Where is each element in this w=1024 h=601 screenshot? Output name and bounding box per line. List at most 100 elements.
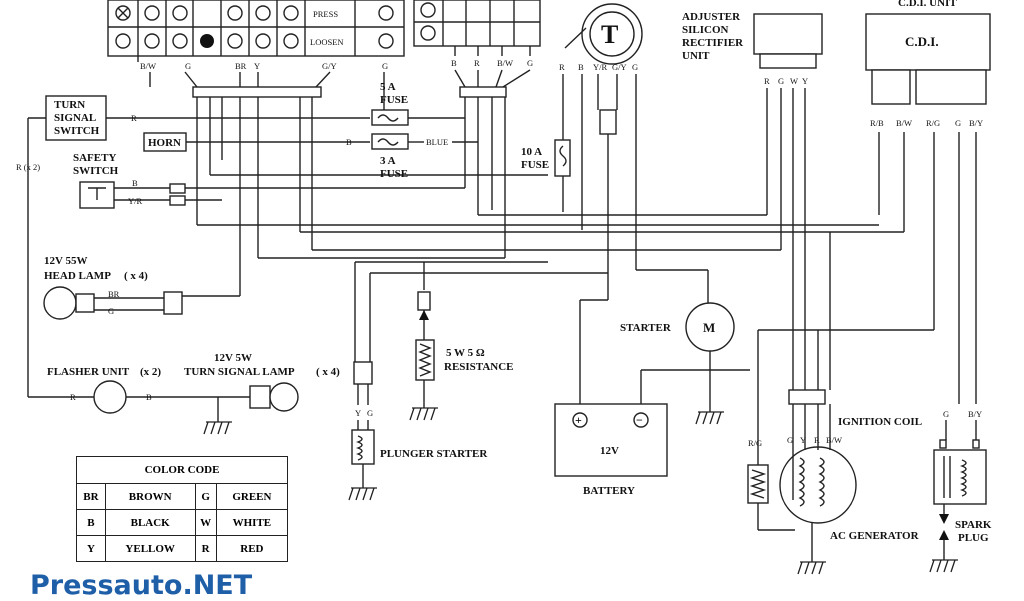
tss-wire-r: R [131, 113, 137, 123]
sp-wire-g2: G [382, 61, 388, 71]
headlamp-wire-g: G [108, 306, 114, 316]
cdi-wire-bw: B/W [896, 118, 912, 128]
color-abbr: BR [76, 483, 106, 510]
gen-wire-bw: B/W [826, 435, 842, 445]
turnlamp-label-2: TURN SIGNAL LAMP [184, 366, 295, 378]
color-abbr: Y [76, 535, 106, 562]
tss-label-2: SIGNAL [54, 112, 96, 124]
bus-wires [185, 97, 904, 362]
color-name: YELLOW [104, 535, 196, 562]
headlamp-label-2: HEAD LAMP [44, 270, 111, 282]
cdi-label: C.D.I. [905, 34, 939, 49]
rectifier-label-4: UNIT [682, 50, 710, 62]
fuse3-label-2: FUSE [380, 168, 408, 180]
resistance-label-1: 5 W 5 Ω [446, 347, 485, 359]
generator-label: AC GENERATOR [830, 530, 920, 542]
ig-wire-g: G [632, 62, 638, 72]
sp-wire-bw: B/W [140, 61, 156, 71]
rect-wire-r: R [764, 76, 770, 86]
gen-wire-r: R [814, 435, 820, 445]
gen-wire-rg: R/G [748, 438, 762, 448]
flasher-unit: FLASHER UNIT (x 2) R B [28, 366, 250, 414]
fuse-5a: 5 A FUSE [371, 81, 465, 126]
battery: + − 12V BATTERY [554, 299, 750, 497]
rectifier-label-2: SILICON [682, 24, 729, 36]
horn-label: HORN [148, 137, 181, 149]
safety-wire-yr: Y/R [128, 196, 143, 206]
plunger-wire-y: Y [355, 408, 361, 418]
rectifier-label-1: ADJUSTER [682, 11, 741, 23]
headlamp-label-1: 12V 55W [44, 255, 88, 267]
ignition-coil-generator: IGNITION COIL R/G G Y R B/W AC GENERATOR [747, 232, 934, 575]
loosen-label: LOOSEN [310, 37, 344, 47]
resistance: 5 W 5 Ω RESISTANCE [409, 291, 514, 421]
color-abbr: G [194, 483, 217, 510]
head-lamp: 12V 55W HEAD LAMP ( x 4) BR G [43, 255, 240, 320]
starter-motor: STARTER M [620, 302, 735, 425]
fuse3-wire: BLUE [426, 137, 448, 147]
battery-label: BATTERY [583, 485, 635, 497]
battery-minus: − [636, 413, 643, 427]
spark-label-1: SPARK [955, 519, 992, 531]
key-switch: B R B/W G [413, 0, 541, 98]
tss-label-1: TURN [54, 99, 85, 111]
ig-wire-b: B [578, 62, 584, 72]
table-row: Y YELLOW R RED [76, 535, 289, 562]
color-name: GREEN [215, 483, 289, 510]
switch-panel: PRESS LOOSEN B/W G BR Y G/Y G [107, 0, 405, 120]
rectifier-label-3: RECTIFIER [682, 37, 744, 49]
sp-wire-gy: G/Y [322, 61, 337, 71]
color-name: BLACK [104, 509, 196, 536]
battery-plus: + [575, 413, 582, 427]
headlamp-wire-br: BR [108, 289, 120, 299]
starter-symbol: M [703, 320, 715, 335]
rect-wire-y: Y [802, 76, 808, 86]
turnlamp-count: ( x 4) [316, 366, 340, 378]
fuse10-label-1: 10 A [521, 146, 542, 158]
sp-wire-br: BR [235, 61, 247, 71]
battery-voltage: 12V [600, 445, 619, 457]
cdi-wire-rg: R/G [926, 118, 940, 128]
flasher-wire-b: B [146, 392, 152, 402]
flasher-wire-r: R [70, 392, 76, 402]
tss-side-wire: R (x 2) [16, 162, 40, 172]
ks-wire-r: R [474, 58, 480, 68]
cdi-wire-rb: R/B [870, 118, 884, 128]
ig-wire-gy: G/Y [612, 62, 627, 72]
horn-wire: B [346, 137, 352, 147]
turnlamp-label-1: 12V 5W [214, 352, 252, 364]
spark-label-2: PLUG [958, 532, 989, 544]
sp-wire-g1: G [185, 61, 191, 71]
plunger-wire-g: G [367, 408, 373, 418]
flasher-count: (x 2) [140, 366, 161, 378]
spark-wire-by: B/Y [968, 409, 982, 419]
gen-wire-y: Y [800, 435, 806, 445]
table-row: B BLACK W WHITE [76, 509, 289, 536]
table-row: BR BROWN G GREEN [76, 483, 289, 510]
rect-wire-g: G [778, 76, 784, 86]
color-name: BROWN [104, 483, 196, 510]
color-name: RED [215, 535, 289, 562]
press-label: PRESS [313, 9, 338, 19]
ignition-t-symbol: T [601, 20, 618, 49]
fuse10-label-2: FUSE [521, 159, 549, 171]
safety-wire-b: B [132, 178, 138, 188]
color-abbr: W [194, 509, 217, 536]
sp-wire-y: Y [254, 61, 260, 71]
fuse3-label-1: 3 A [380, 155, 396, 167]
plunger-starter: Y G PLUNGER STARTER [348, 361, 488, 501]
color-abbr: B [76, 509, 106, 536]
resistance-label-2: RESISTANCE [444, 361, 514, 373]
fuse5-label-1: 5 A [380, 81, 396, 93]
gen-wire-g: G [787, 435, 793, 445]
headlamp-count: ( x 4) [124, 270, 148, 282]
rectifier: ADJUSTER SILICON RECTIFIER UNIT R G W Y [682, 11, 823, 390]
ignition-switch: T R B Y/R G/Y G [559, 3, 643, 300]
fuse5-label-2: FUSE [380, 94, 408, 106]
watermark-logo: Pressauto.NET [30, 570, 253, 601]
color-code-title: COLOR CODE [76, 456, 288, 484]
cdi-unit: C.D.I. UNIT C.D.I. R/B B/W R/G G B/Y [865, 0, 991, 400]
fuse-10a: 10 A FUSE [521, 139, 571, 177]
tss-label-3: SWITCH [54, 125, 100, 137]
